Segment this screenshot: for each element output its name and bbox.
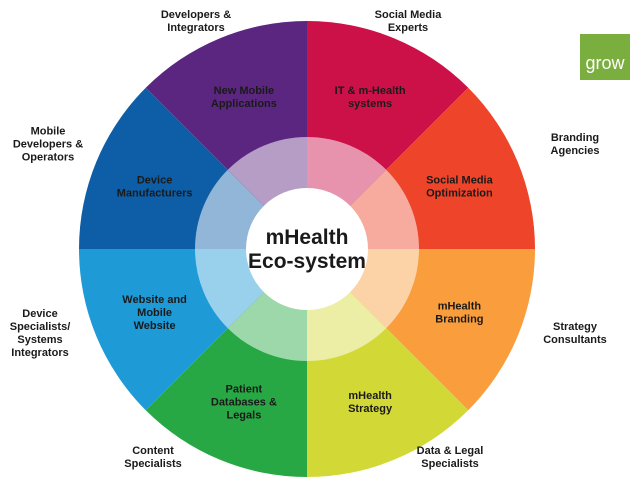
stakeholder-label-website-mobile-website: Content Specialists	[124, 445, 182, 470]
stakeholder-label-social-media-optimization: Social Media Experts	[374, 9, 442, 34]
segment-label-patient-databases-legals: Databases &	[211, 396, 277, 408]
center-title-line1: mHealth	[266, 226, 349, 249]
segment-label-website-mobile-website: Website and	[122, 294, 187, 306]
center-title-line2: Eco-system	[248, 250, 366, 273]
segment-label-mhealth-branding: Branding	[435, 314, 483, 326]
segment-label-website-mobile-website: Website	[134, 320, 176, 332]
stakeholder-label-mhealth-branding: Branding Agencies	[550, 132, 600, 157]
segment-label-social-media-optimization: Social Media	[426, 174, 494, 186]
segment-label-mhealth-branding: mHealth	[438, 301, 482, 313]
stakeholder-label-new-mobile-applications: Mobile Developers & Operators	[12, 125, 84, 164]
stakeholder-label-mhealth-strategy: Strategy Consultants	[543, 321, 607, 346]
segment-label-new-mobile-applications: New Mobile	[214, 85, 275, 97]
segment-label-device-manufacturers: Manufacturers	[117, 187, 193, 199]
segment-label-it-mhealth-systems: systems	[348, 98, 392, 110]
segment-label-mhealth-strategy: mHealth	[348, 390, 392, 402]
segment-label-social-media-optimization: Optimization	[426, 187, 493, 199]
segment-label-patient-databases-legals: Patient	[226, 383, 263, 395]
stakeholder-label-patient-databases-legals: Data & Legal Specialists	[416, 445, 484, 470]
segment-label-mhealth-strategy: Strategy	[348, 403, 393, 415]
segment-label-device-manufacturers: Device	[137, 174, 172, 186]
center-circle	[246, 188, 368, 310]
grow-logo: grow	[580, 34, 630, 80]
stakeholder-label-device-manufacturers: Device Specialists/ Systems Integrators	[9, 308, 71, 359]
segment-label-it-mhealth-systems: IT & m-Health	[335, 85, 406, 97]
segment-label-patient-databases-legals: Legals	[226, 409, 261, 421]
stakeholder-label-it-mhealth-systems: Developers & Integrators	[160, 9, 232, 34]
segment-label-new-mobile-applications: Applications	[211, 98, 277, 110]
segment-label-website-mobile-website: Mobile	[137, 307, 172, 319]
